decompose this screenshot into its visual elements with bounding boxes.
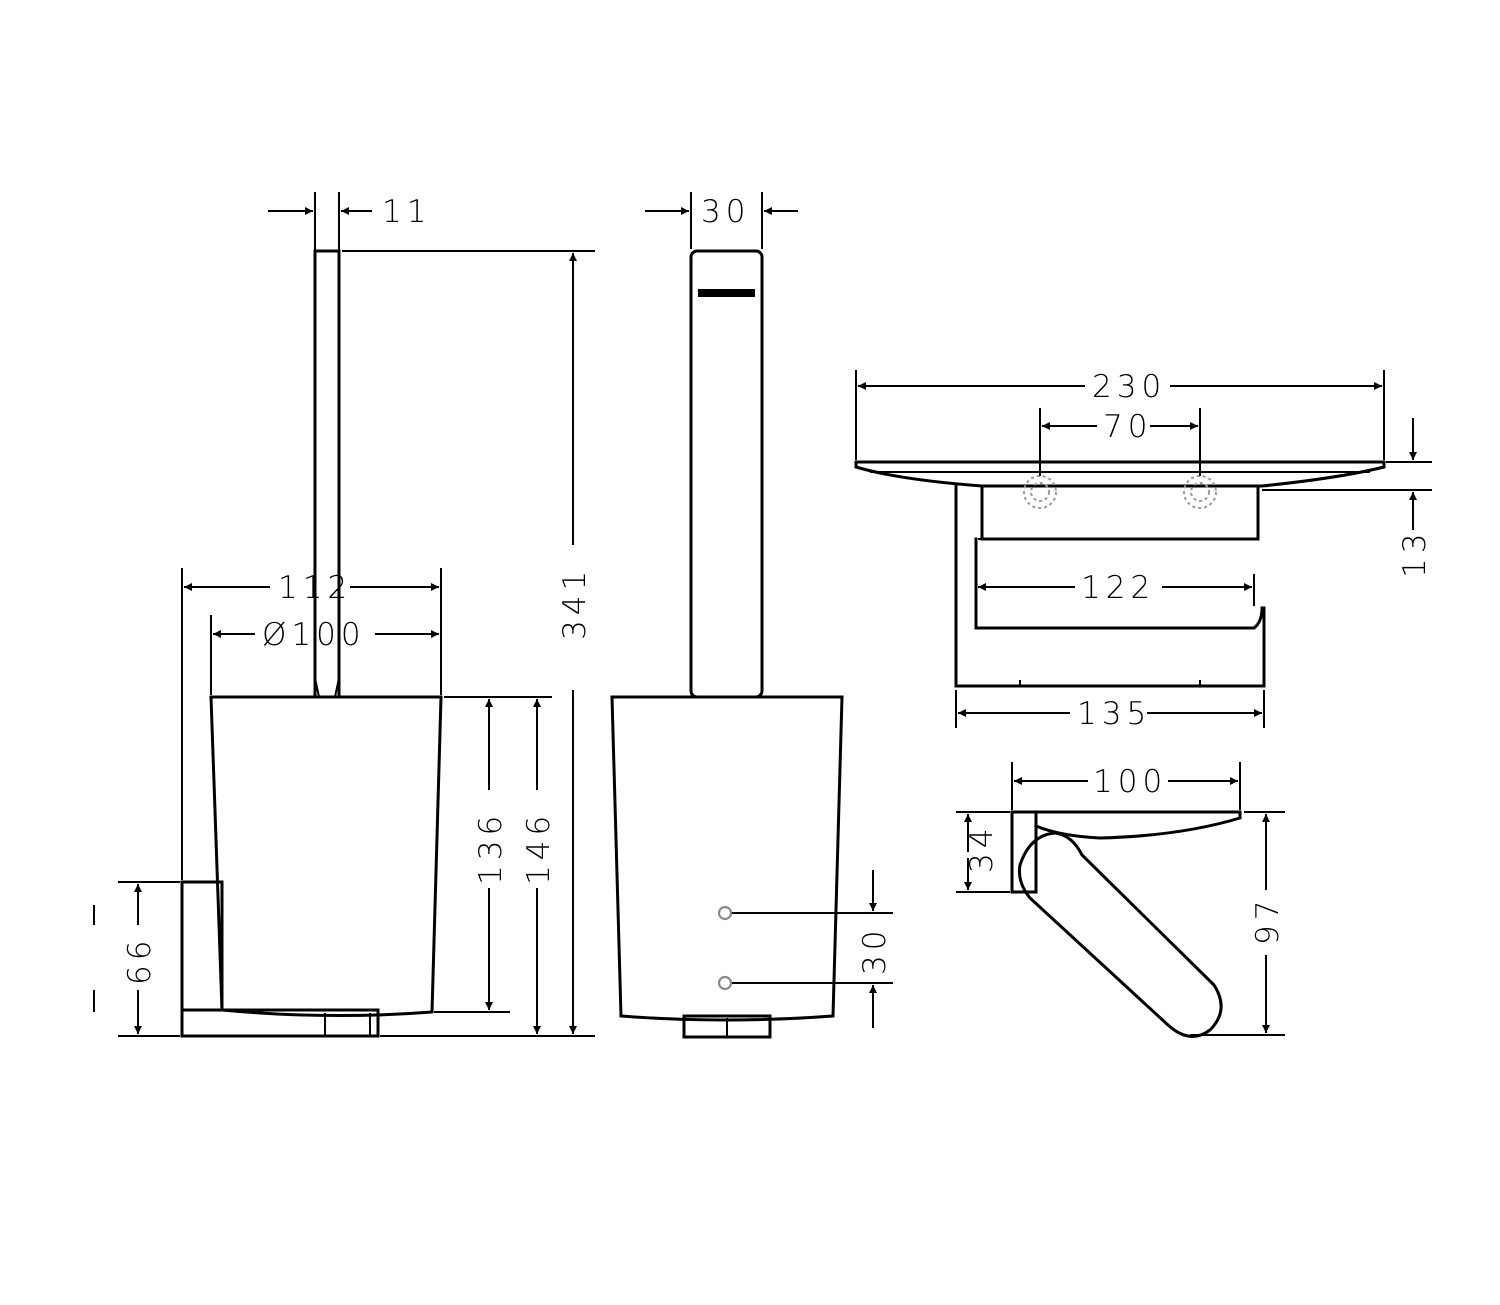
dim-13: 13 <box>1262 418 1433 578</box>
dim-label: 230 <box>1092 369 1166 405</box>
brush-container-side <box>610 695 844 1022</box>
dim-34: 34 <box>956 811 1010 893</box>
dim-label: 100 <box>1093 764 1167 800</box>
roll-back-plate <box>954 484 1266 688</box>
shelf-front-view <box>854 460 1386 688</box>
mount-point-icon <box>717 975 733 991</box>
dim-135: 135 <box>955 690 1265 732</box>
wall-bracket <box>180 880 224 1012</box>
dim-146: 146 <box>521 699 557 1034</box>
dim-97: 97 <box>1190 811 1286 1036</box>
dim-label: 11 <box>382 194 431 230</box>
angled-roll-arm <box>1018 831 1223 1038</box>
dim-label: Ø100 <box>262 617 366 653</box>
handle-slot <box>698 289 755 297</box>
screw-hole-icon <box>1023 475 1057 509</box>
dim-341: 341 <box>342 250 595 1037</box>
dim-136: 136 <box>434 696 552 1013</box>
shelf-plate <box>854 460 1386 488</box>
dim-11: 11 <box>268 192 431 250</box>
dim-112: 112 <box>181 568 442 880</box>
dim-label: 135 <box>1077 696 1151 732</box>
dim-label: 34 <box>964 824 1000 873</box>
mount-point-icon <box>717 905 733 921</box>
dim-label: 13 <box>1397 529 1433 578</box>
dim-label: 66 <box>122 936 158 985</box>
dim-label: 112 <box>278 570 352 606</box>
dim-66: 66 <box>93 881 180 1037</box>
dim-label: 30 <box>701 194 750 230</box>
dim-30-mount: 30 <box>857 870 893 1028</box>
dim-label: 122 <box>1081 570 1155 606</box>
dim-diameter-100: Ø100 <box>210 615 439 695</box>
brush-container <box>209 695 443 1018</box>
dim-230: 230 <box>855 369 1385 460</box>
side-wall-plate <box>1010 810 1038 894</box>
dim-100-side: 100 <box>1011 762 1241 810</box>
brush-handle-side <box>689 249 764 699</box>
base-plate <box>180 1008 380 1038</box>
brush-side-view <box>610 249 893 1039</box>
roll-holder-arm <box>974 537 1266 630</box>
dim-122: 122 <box>978 570 1255 606</box>
dim-label: 146 <box>521 811 557 885</box>
dim-30-top: 30 <box>645 192 798 249</box>
dim-label: 136 <box>473 811 509 885</box>
shelf-side-view <box>1010 810 1242 1038</box>
dim-label: 30 <box>857 926 893 975</box>
dim-label: 97 <box>1250 896 1286 945</box>
screw-hole-icon <box>1183 475 1217 509</box>
dim-label: 341 <box>557 566 593 640</box>
brush-front-view <box>180 249 443 1038</box>
dim-70: 70 <box>1039 408 1201 476</box>
dim-label: 70 <box>1103 409 1152 445</box>
